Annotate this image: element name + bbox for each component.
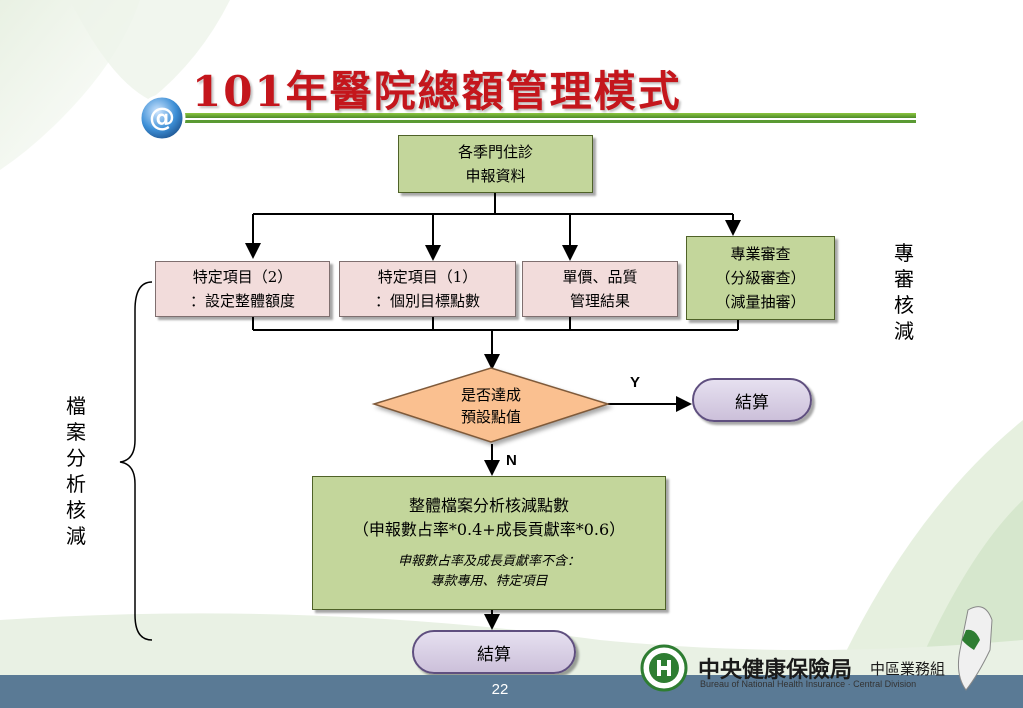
- specific-item-1-line1: 特定項目（1）: [377, 268, 478, 286]
- analysis-note2: 專款專用、特定項目: [430, 574, 548, 589]
- org-name-en: Bureau of National Health Insurance · Ce…: [700, 679, 917, 689]
- no-label: N: [506, 452, 517, 469]
- professional-review-line2: （分級審查）: [715, 269, 806, 287]
- professional-review-line3: （減量抽審）: [715, 293, 806, 311]
- price-quality-box: 單價、品質 管理結果: [522, 261, 678, 317]
- file-analysis-label: 檔案分析核減: [66, 394, 86, 548]
- price-quality-line2: 管理結果: [569, 292, 630, 310]
- at-icon: @: [149, 103, 175, 133]
- footer-bar: [0, 675, 1023, 708]
- decision-line2: 預設點值: [460, 408, 521, 426]
- analysis-line1: 整體檔案分析核減點數: [408, 496, 569, 515]
- specific-item-1-box: 特定項目（1） ：個別目標點數: [339, 261, 516, 317]
- price-quality-line1: 單價、品質: [562, 268, 638, 286]
- claims-data-line2: 申報資料: [465, 167, 526, 185]
- professional-review-label: 專審核減: [894, 241, 914, 343]
- analysis-note1: 申報數占率及成長貢獻率不含：: [397, 554, 580, 569]
- professional-review-box: 專業審查 （分級審查） （減量抽審）: [686, 236, 835, 320]
- analysis-line2: （申報數占率*0.4+成長貢獻率*0.6）: [352, 520, 626, 539]
- yes-label: Y: [630, 374, 641, 391]
- page-title: 101年醫院總額管理模式: [192, 67, 682, 116]
- decision-text: 是否達成 預設點值: [420, 384, 562, 428]
- specific-item-2-line2: ：設定整體額度: [189, 292, 295, 310]
- settle-bottom-label: 結算: [477, 644, 511, 665]
- professional-review-line1: 專業審查: [730, 245, 791, 263]
- decision-line1: 是否達成: [460, 386, 521, 404]
- claims-data-line1: 各季門住診: [457, 143, 533, 161]
- claims-data-box: 各季門住診 申報資料: [398, 135, 593, 193]
- settle-right-pill: 結算: [692, 378, 812, 422]
- page-number: 22: [491, 681, 509, 698]
- org-division-zh: 中區業務組: [870, 660, 946, 678]
- analysis-box: 整體檔案分析核減點數 （申報數占率*0.4+成長貢獻率*0.6） 申報數占率及成…: [312, 476, 666, 610]
- specific-item-2-line1: 特定項目（2）: [192, 268, 293, 286]
- taiwan-map-icon: [958, 606, 993, 691]
- settle-bottom-pill: 結算: [412, 630, 576, 674]
- org-name-zh: 中央健康保險局: [698, 658, 853, 683]
- specific-item-2-box: 特定項目（2） ：設定整體額度: [155, 261, 330, 317]
- decision-diamond-shape: [371, 367, 611, 443]
- settle-right-label: 結算: [735, 392, 769, 413]
- specific-item-1-line2: ：個別目標點數: [374, 292, 480, 310]
